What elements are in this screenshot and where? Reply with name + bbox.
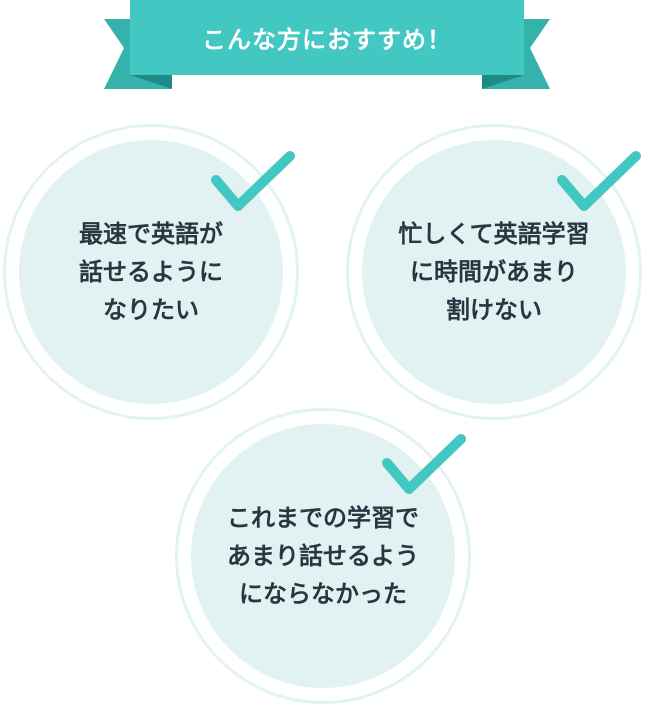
circle-text-line: 忙しくて英語学習 xyxy=(398,220,590,248)
ribbon-left-fold xyxy=(130,75,172,89)
ribbon-banner xyxy=(104,0,550,89)
recommendation-circle-2: 忙しくて英語学習 に時間があまり 割けない xyxy=(346,124,642,420)
circle-text-line: これまでの学習で xyxy=(227,504,419,532)
circle-inner: 忙しくて英語学習 に時間があまり 割けない xyxy=(362,140,626,404)
check-icon xyxy=(382,434,466,494)
circle-text-line: なりたい xyxy=(103,296,199,324)
circle-text-line: あまり話せるよう xyxy=(227,542,419,570)
check-icon xyxy=(557,151,641,211)
circle-inner: 最速で英語が 話せるように なりたい xyxy=(19,140,283,404)
circle-text-line: にならなかった xyxy=(239,580,407,608)
circle-text-line: 最速で英語が xyxy=(79,220,223,248)
circle-text-line: 話せるように xyxy=(79,258,223,286)
circle-text-line: 割けない xyxy=(446,296,542,324)
circle-text-line: に時間があまり xyxy=(410,258,578,286)
ribbon-front xyxy=(130,0,524,75)
recommendation-circle-1: 最速で英語が 話せるように なりたい xyxy=(3,124,299,420)
circle-inner: これまでの学習で あまり話せるよう にならなかった xyxy=(191,424,455,688)
recommendation-circle-3: これまでの学習で あまり話せるよう にならなかった xyxy=(175,408,471,704)
check-icon xyxy=(211,151,295,211)
ribbon-right-fold xyxy=(482,75,524,89)
banner-title: こんな方におすすめ！ xyxy=(202,26,452,54)
